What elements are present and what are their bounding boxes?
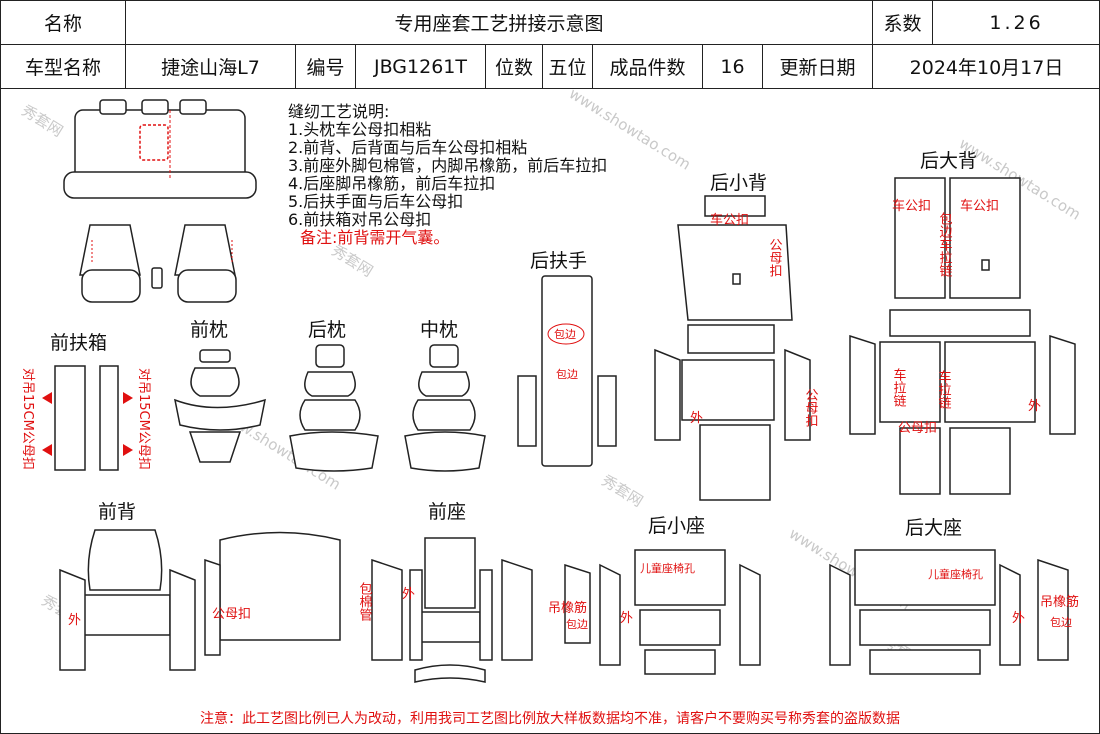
outer-note: 外	[68, 613, 81, 628]
notes-title: 缝纫工艺说明:	[288, 102, 390, 121]
model-value: 捷途山海L7	[125, 44, 296, 89]
rubber-band-note: 吊橡筋	[1040, 594, 1079, 610]
arrow-right-icon	[123, 444, 133, 456]
front-armbox-pieces: 对吊15CM公母扣 对吊15CM公母扣	[20, 365, 151, 471]
rear-small-seat-pieces: 儿童座椅孔 吊橡筋 包边 外	[548, 549, 761, 675]
note-item: 4.后座脚吊橡筋，前后车拉扣	[288, 174, 496, 193]
note-item: 5.后扶手面与后车公母扣	[288, 192, 464, 211]
outer-note: 外	[1028, 399, 1041, 414]
label-rear-large-back: 后大背	[920, 150, 978, 172]
label-front-headrest: 前枕	[190, 319, 229, 341]
outer-note: 外	[1012, 611, 1025, 626]
child-seat-hole-note: 儿童座椅孔	[640, 561, 695, 575]
outer-note: 外	[620, 611, 633, 626]
arrow-left-icon	[42, 392, 52, 404]
note-item: 2.前背、后背面与后车公母扣相粘	[288, 138, 528, 157]
date-label: 更新日期	[761, 44, 874, 89]
middle-headrest-pieces	[404, 344, 486, 472]
snap-vertical-note: 公母扣	[803, 388, 819, 427]
label-front-back: 前背	[98, 501, 137, 523]
sheet-title: 专用座套工艺拼接示意图	[124, 0, 874, 45]
zipper-note: 车拉链	[891, 367, 907, 408]
armbox-right-note: 对吊15CM公母扣	[136, 368, 151, 470]
arrow-left-icon	[42, 444, 52, 456]
front-back-pieces: 外 公母扣	[59, 529, 341, 671]
notes-remark: 备注:前背需开气囊。	[300, 228, 450, 247]
arrow-right-icon	[123, 392, 133, 404]
foam-tube-note: 包棉管	[357, 582, 373, 622]
front-seat-pieces: 包棉管 外	[357, 537, 533, 683]
date-value: 2024年10月17日	[872, 44, 1100, 89]
wrap-edge-note: 包边	[556, 368, 578, 381]
male-car-note: 车公扣	[710, 212, 749, 228]
note-item: 6.前扶箱对吊公母扣	[288, 210, 432, 229]
outer-note: 外	[402, 587, 415, 602]
wrap-edge-note: 包边	[1050, 616, 1072, 629]
label-rear-small-seat: 后小座	[648, 515, 706, 537]
label-rear-small-back: 后小背	[710, 172, 768, 194]
label-rear-headrest: 后枕	[308, 319, 347, 341]
male-car-note: 车公扣	[892, 198, 931, 214]
rear-large-seat-pieces: 儿童座椅孔 吊橡筋 包边 外	[829, 549, 1079, 675]
child-seat-hole-note: 儿童座椅孔	[928, 567, 983, 581]
header-table: 名称 专用座套工艺拼接示意图 系数 1.26 车型名称 捷途山海L7 编号 JB…	[0, 0, 1100, 89]
zipper-note: 车拉链	[936, 369, 952, 410]
label-rear-large-seat: 后大座	[905, 517, 963, 539]
wrap-zipper-note: 包边车拉链	[937, 212, 953, 278]
snap-note: 公母扣	[212, 607, 251, 622]
note-item: 1.头枕车公母扣相粘	[288, 120, 432, 139]
rear-bench-overview	[63, 99, 257, 199]
outer-note: 外	[690, 411, 703, 426]
note-item: 3.前座外脚包棉管，内脚吊橡筋，前后车拉扣	[288, 156, 608, 175]
label-front-seat: 前座	[428, 501, 467, 523]
snap-vertical-note: 公母扣	[767, 238, 783, 277]
snap-note: 公母扣	[898, 421, 937, 436]
armbox-left-note: 对吊15CM公母扣	[20, 368, 35, 470]
rear-headrest-pieces	[289, 344, 379, 472]
rear-small-back-pieces: 车公扣 公母扣 公母扣 外	[654, 195, 819, 501]
label-rear-armrest: 后扶手	[530, 250, 588, 272]
model-label: 车型名称	[0, 44, 126, 89]
front-headrest-pieces	[174, 349, 266, 463]
code-value: JBG1261T	[355, 44, 486, 89]
seats-label: 位数	[485, 44, 543, 89]
front-seats-overview	[79, 224, 237, 303]
wrap-edge-note: 包边	[554, 328, 576, 341]
pieces-value: 16	[702, 44, 763, 89]
process-notes: 缝纫工艺说明: 1.头枕车公母扣相粘 2.前背、后背面与后车公母扣相粘 3.前座…	[288, 103, 607, 247]
wrap-edge-note: 包边	[566, 618, 588, 631]
male-car-note: 车公扣	[960, 198, 999, 214]
rear-large-back-pieces: 车公扣 车公扣 包边车拉链 车拉链 车拉链 公母扣 外	[849, 177, 1076, 495]
label-middle-headrest: 中枕	[420, 319, 459, 341]
pieces-label: 成品件数	[592, 44, 703, 89]
label-front-armbox: 前扶箱	[50, 332, 108, 354]
rear-armrest-pieces: 包边 包边	[517, 275, 617, 467]
footer-warning: 注意：此工艺图比例已人为改动，利用我司工艺图比例放大样板数据均不准，请客户不要购…	[200, 711, 900, 727]
rubber-band-note: 吊橡筋	[548, 600, 587, 616]
seats-value: 五位	[542, 44, 593, 89]
